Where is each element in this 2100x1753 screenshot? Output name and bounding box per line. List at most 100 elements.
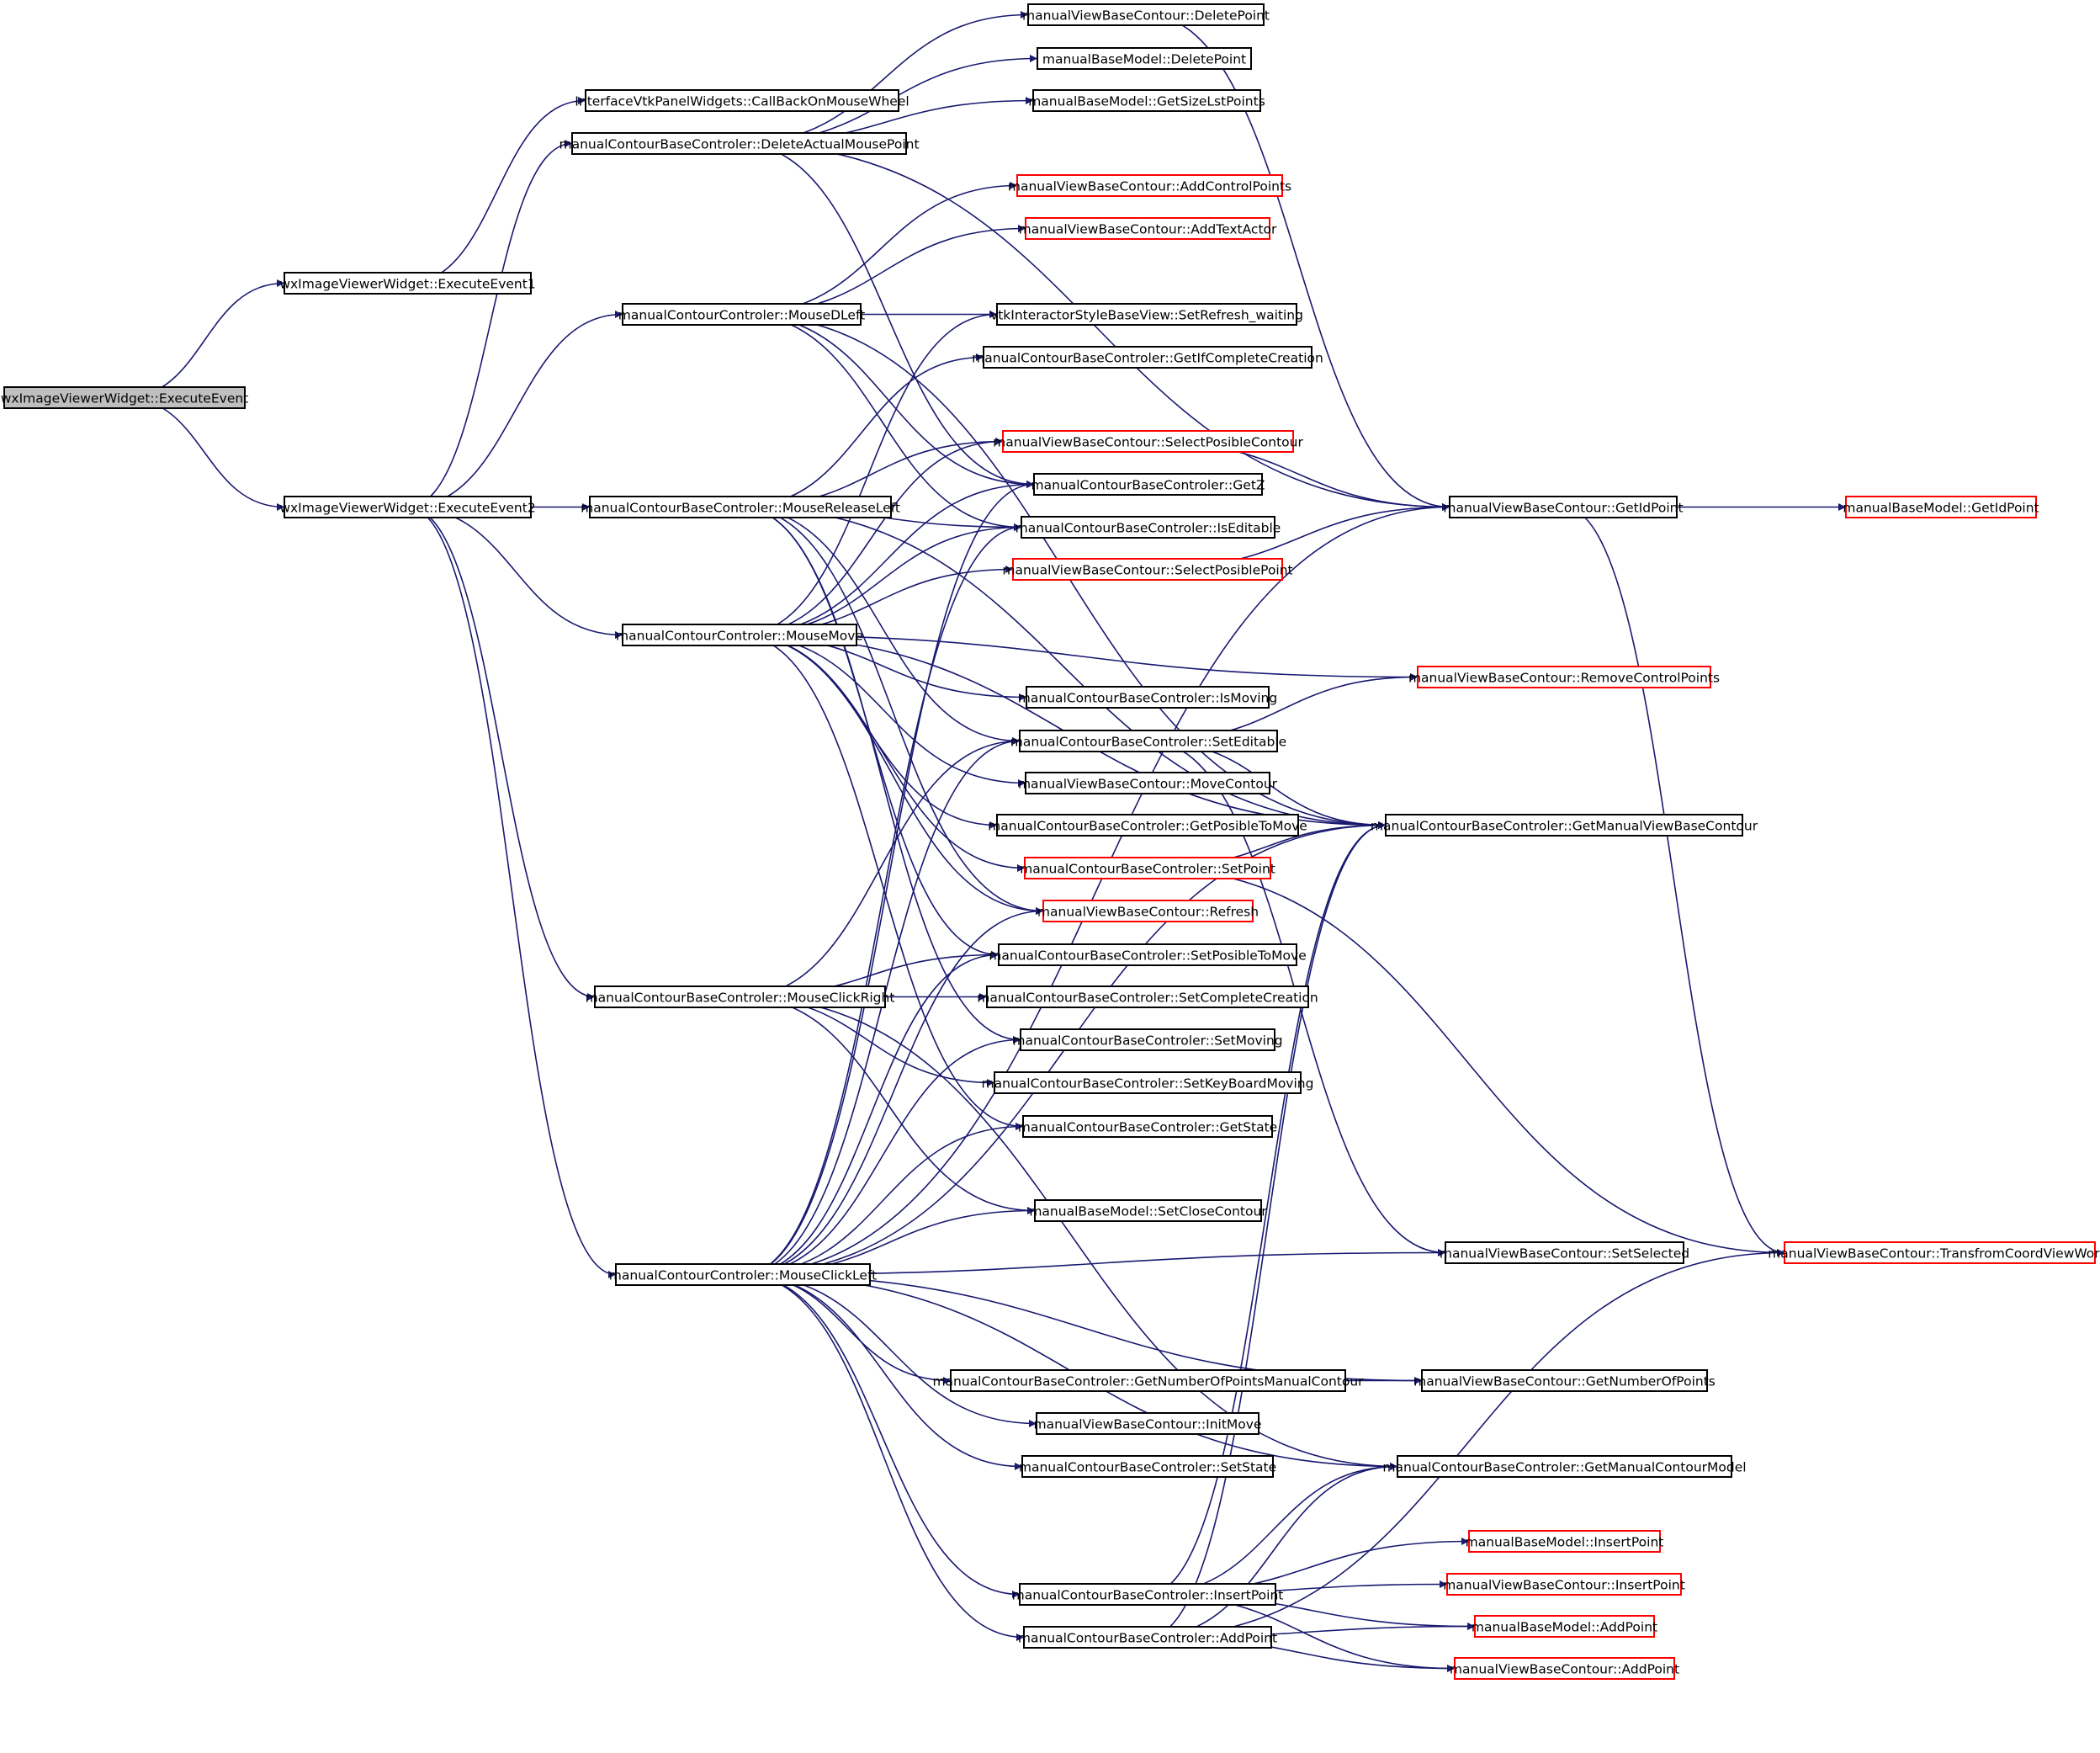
- call-edge-gip-to-tcvw: [1562, 506, 1785, 1256]
- function-node-se[interactable]: manualContourBaseControler::SetEditable: [1010, 730, 1286, 752]
- function-node-mcr[interactable]: manualContourBaseControler::MouseClickRi…: [586, 985, 895, 1008]
- call-edge-mcl-to-ip: [742, 1273, 1021, 1598]
- node-label: manualContourBaseControler::SetPoint: [1020, 862, 1275, 877]
- node-box: [1016, 174, 1283, 197]
- function-node-vap[interactable]: manualViewBaseContour::AddPoint: [1450, 1657, 1679, 1680]
- function-node-imv[interactable]: manualViewBaseContour::InitMove: [1034, 1412, 1262, 1435]
- function-node-smv[interactable]: manualContourBaseControler::SetMoving: [1012, 1028, 1283, 1051]
- call-edge-ee2-to-mcl: [407, 506, 617, 1278]
- node-box: [571, 132, 907, 155]
- function-node-mrl[interactable]: manualContourBaseControler::MouseRelease…: [581, 496, 900, 518]
- node-label: manualViewBaseContour::InitMove: [1034, 1417, 1262, 1432]
- call-edge-damp-to-vdp: [739, 11, 1029, 145]
- call-edge-mcl-to-ie: [742, 523, 1022, 1276]
- function-node-gptm[interactable]: manualContourBaseControler::GetPosibleTo…: [988, 814, 1307, 837]
- function-node-gslp[interactable]: manualBaseModel::GetSizeLstPoints: [1028, 89, 1265, 112]
- function-node-rcp[interactable]: manualViewBaseContour::RemoveControlPoin…: [1408, 666, 1720, 688]
- function-node-sptm[interactable]: manualContourBaseControler::SetPosibleTo…: [989, 943, 1307, 966]
- function-node-gnop[interactable]: manualViewBaseContour::GetNumberOfPoints: [1413, 1369, 1716, 1392]
- node-label: manualViewBaseContour::SelectPosibleCont…: [993, 435, 1303, 450]
- function-node-mcl[interactable]: manualContourControler::MouseClickLeft: [609, 1263, 877, 1286]
- node-box: [1023, 1626, 1272, 1649]
- node-box: [585, 89, 899, 112]
- node-box: [1474, 1615, 1655, 1638]
- call-edge-mcl-to-smv: [742, 1036, 1021, 1276]
- function-node-mgip[interactable]: manualBaseModel::GetIdPoint: [1843, 496, 2039, 518]
- function-node-vdp[interactable]: manualViewBaseContour::DeletePoint: [1022, 3, 1270, 26]
- function-node-mip[interactable]: manualBaseModel::InsertPoint: [1466, 1530, 1664, 1553]
- node-label: manualViewBaseContour::MoveContour: [1018, 777, 1278, 792]
- node-box: [284, 496, 532, 518]
- function-node-ap[interactable]: manualContourBaseControler::AddPoint: [1018, 1626, 1277, 1649]
- function-node-spp[interactable]: manualViewBaseContour::SelectPosiblePoin…: [1002, 558, 1293, 581]
- call-edge-mm-to-sp: [739, 634, 1026, 872]
- function-node-vip[interactable]: manualViewBaseContour::InsertPoint: [1443, 1573, 1685, 1596]
- function-node-mm[interactable]: manualContourControler::MouseMove: [616, 624, 863, 646]
- node-box: [1024, 857, 1271, 879]
- node-box: [1037, 47, 1252, 70]
- call-edge-mdl-to-ata: [741, 225, 1026, 316]
- node-box: [1019, 730, 1278, 752]
- function-node-ee1[interactable]: wxImageViewerWidget::ExecuteEvent1: [279, 272, 536, 295]
- node-label: manualViewBaseContour::SetSelected: [1440, 1246, 1689, 1262]
- function-node-srw[interactable]: vtkInteractorStyleBaseView::SetRefresh_w…: [990, 303, 1303, 326]
- function-node-acp[interactable]: manualViewBaseContour::AddControlPoints: [1008, 174, 1291, 197]
- node-label: wxImageViewerWidget::ExecuteEvent2: [279, 501, 535, 516]
- function-node-map[interactable]: manualBaseModel::AddPoint: [1472, 1615, 1657, 1638]
- call-edge-ee2-to-mcr: [407, 506, 596, 1001]
- node-box: [1445, 1241, 1684, 1264]
- function-node-ie[interactable]: manualContourBaseControler::IsEditable: [1016, 516, 1281, 539]
- function-node-gz[interactable]: manualContourBaseControler::GetZ: [1031, 473, 1265, 496]
- function-node-ip[interactable]: manualContourBaseControler::InsertPoint: [1012, 1583, 1284, 1606]
- function-node-spc[interactable]: manualViewBaseContour::SelectPosibleCont…: [993, 430, 1303, 453]
- function-node-damp[interactable]: manualContourBaseControler::DeleteActual…: [559, 132, 920, 155]
- node-label: manualViewBaseContour::InsertPoint: [1443, 1578, 1685, 1593]
- function-node-sp[interactable]: manualContourBaseControler::SetPoint: [1020, 857, 1275, 879]
- node-label: manualContourBaseControler::MouseRelease…: [581, 501, 900, 516]
- node-label: manualViewBaseContour::GetIdPoint: [1443, 501, 1683, 516]
- function-node-mdp[interactable]: manualBaseModel::DeletePoint: [1037, 47, 1252, 70]
- function-node-skbm[interactable]: manualContourBaseControler::SetKeyBoardM…: [982, 1071, 1314, 1094]
- node-label: manualContourBaseControler::SetEditable: [1010, 735, 1286, 750]
- function-node-gip[interactable]: manualViewBaseContour::GetIdPoint: [1443, 496, 1684, 518]
- call-edge-mcr-to-skbm: [740, 996, 995, 1086]
- function-node-cbmw[interactable]: InterfaceVtkPanelWidgets::CallBackOnMous…: [575, 89, 909, 112]
- function-node-ee2[interactable]: wxImageViewerWidget::ExecuteEvent2: [279, 496, 536, 518]
- node-label: manualViewBaseContour::AddPoint: [1450, 1662, 1679, 1677]
- node-label: InterfaceVtkPanelWidgets::CallBackOnMous…: [575, 94, 909, 109]
- function-nodes: wxImageViewerWidget::ExecuteEventwxImage…: [1, 3, 2100, 1680]
- node-box: [1002, 430, 1294, 453]
- node-label: manualContourBaseControler::DeleteActual…: [559, 137, 919, 152]
- function-node-gnpmc[interactable]: manualContourBaseControler::GetNumberOfP…: [932, 1369, 1364, 1392]
- node-label: manualContourBaseControler::GetNumberOfP…: [932, 1374, 1364, 1389]
- node-box: [994, 1071, 1302, 1094]
- node-label: manualContourBaseControler::SetState: [1019, 1460, 1276, 1475]
- node-box: [1397, 1455, 1732, 1478]
- function-node-gst[interactable]: manualContourBaseControler::GetState: [1018, 1115, 1277, 1138]
- function-node-im[interactable]: manualContourBaseControler::IsMoving: [1018, 686, 1277, 709]
- call-edge-ap-to-gmcm: [1147, 1463, 1398, 1639]
- function-node-mdl[interactable]: manualContourControler::MouseDLeft: [618, 303, 865, 326]
- function-node-root[interactable]: wxImageViewerWidget::ExecuteEvent: [1, 386, 249, 409]
- node-label: manualViewBaseContour::RemoveControlPoin…: [1408, 671, 1720, 686]
- call-edge-mcl-to-gz: [742, 481, 1035, 1276]
- function-node-scc[interactable]: manualContourBaseControler::SetCompleteC…: [977, 985, 1318, 1008]
- function-node-ata[interactable]: manualViewBaseContour::AddTextActor: [1019, 217, 1277, 240]
- node-box: [589, 496, 892, 518]
- node-label: manualViewBaseContour::AddTextActor: [1019, 222, 1277, 237]
- node-box: [1021, 516, 1275, 539]
- function-node-gicc[interactable]: manualContourBaseControler::GetIfComplet…: [972, 346, 1323, 369]
- function-node-tcvw[interactable]: manualViewBaseContour::TransfromCoordVie…: [1768, 1241, 2100, 1264]
- function-node-sst[interactable]: manualContourBaseControler::SetState: [1019, 1455, 1276, 1478]
- function-node-rf[interactable]: manualViewBaseContour::Refresh: [1037, 900, 1259, 922]
- call-edge-ap-to-tcvw: [1147, 1249, 1785, 1639]
- function-node-mc[interactable]: manualViewBaseContour::MoveContour: [1018, 772, 1278, 794]
- function-node-ssel[interactable]: manualViewBaseContour::SetSelected: [1440, 1241, 1689, 1264]
- function-node-gmcm[interactable]: manualContourBaseControler::GetManualCon…: [1382, 1455, 1747, 1478]
- function-node-sclc[interactable]: manualBaseModel::SetCloseContour: [1029, 1199, 1267, 1222]
- node-label: manualViewBaseContour::Refresh: [1037, 905, 1259, 920]
- call-edge-mm-to-ie: [739, 523, 1022, 636]
- function-node-gmvbc[interactable]: manualContourBaseControler::GetManualVie…: [1371, 814, 1758, 837]
- node-box: [983, 346, 1312, 369]
- node-label: manualViewBaseContour::TransfromCoordVie…: [1768, 1246, 2100, 1262]
